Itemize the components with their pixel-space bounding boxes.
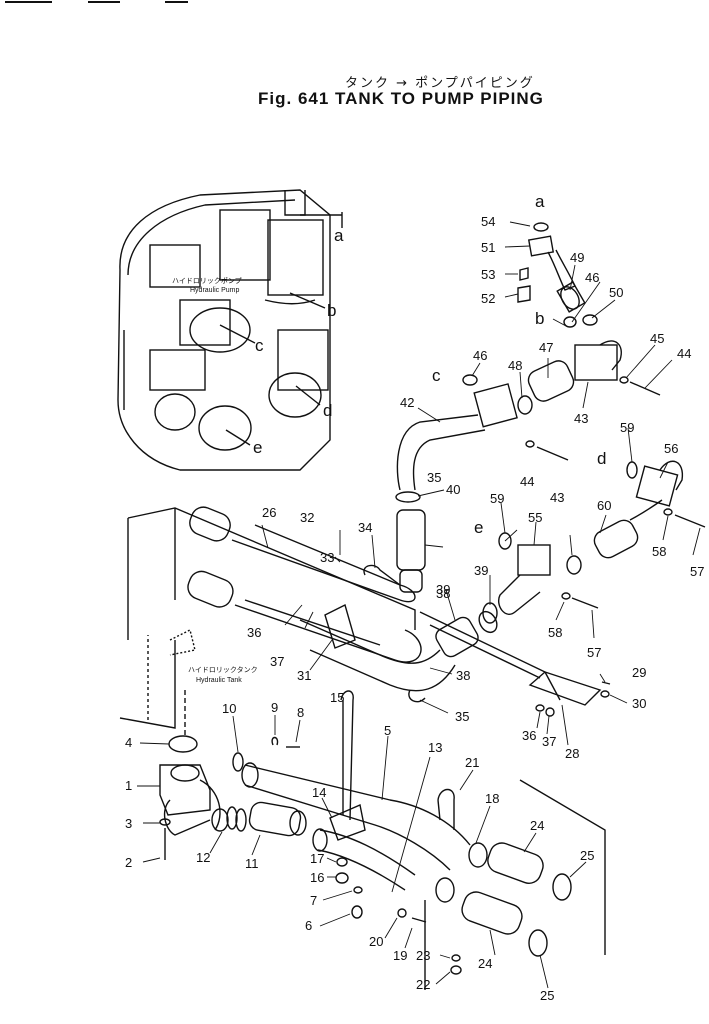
figure-title-english: Fig. 641 TANK TO PUMP PIPING [258,89,544,108]
part-label: 18 [485,791,499,806]
hydraulic-tank-outline [119,628,196,735]
part-label: 43 [574,411,588,426]
part-label: 8 [297,705,304,720]
part-label: 38 [436,586,450,601]
part-label: 58 [548,625,562,640]
part-label: 57 [690,564,704,579]
part-label: 35 [427,470,441,485]
part-label: 46 [473,348,487,363]
part-label: 7 [310,893,317,908]
part-label: 16 [310,870,324,885]
part-label: 47 [539,340,553,355]
part-label: 20 [369,934,383,949]
part-label: 4 [125,735,132,750]
part-label: 11 [245,856,259,871]
support-bracket-28 [528,671,611,717]
part-label: 12 [196,850,210,865]
part-label: 5 [384,723,391,738]
part-label: 6 [305,918,312,933]
part-label: 51 [481,240,495,255]
part-label: 15 [330,690,344,705]
part-label: 26 [262,505,276,520]
part-label: 32 [300,510,314,525]
part-label: 28 [565,746,579,761]
part-label: 50 [609,285,623,300]
part-label: 43 [550,490,564,505]
part-label: 39 [474,563,488,578]
part-label: 23 [416,948,430,963]
part-label: 25 [580,848,594,863]
part-label: 52 [481,291,495,306]
hydraulic-pump-jp-label: ハイドロリックポンプ [172,277,242,285]
part-label: 22 [416,977,430,992]
part-label: 49 [570,250,584,265]
part-label: 35 [455,709,469,724]
connection-letter-a-top: a [535,192,545,211]
part-label: 19 [393,948,407,963]
connection-letter-a-pump: a [334,226,344,245]
part-label: 13 [428,740,442,755]
hydraulic-pump-assembly [117,189,343,471]
part-label: 45 [650,331,664,346]
part-label: 24 [478,956,492,971]
hydraulic-pump-en-label: Hydraulic Pump [190,287,240,294]
part-label: 38 [456,668,470,683]
part-label: 55 [528,510,542,525]
part-label: 17 [310,851,324,866]
connection-letter-c-pump: c [255,336,264,355]
hydraulic-tank-jp-label: ハイドロリックタンク [188,665,258,674]
part-label: 44 [520,474,534,489]
connection-letter-d-valve: d [597,449,606,468]
part-label: 60 [597,498,611,513]
part-label: 34 [358,520,372,535]
part-label: 46 [585,270,599,285]
part-label: 14 [312,785,326,800]
part-label: 36 [247,625,261,640]
part-label: 59 [620,420,634,435]
part-label: 54 [481,214,495,229]
hydraulic-tank-en-label: Hydraulic Tank [196,677,242,684]
connection-letter-b-valve: b [535,309,544,328]
part-label: 3 [125,816,132,831]
part-label: 48 [508,358,522,373]
part-label: 44 [677,346,691,361]
part-label: 31 [297,668,311,683]
part-label: 33 [320,550,334,565]
part-label: 36 [522,728,536,743]
connection-letter-b-pump: b [327,301,336,320]
part-label: 37 [542,734,556,749]
part-label: 29 [632,665,646,680]
part-label: 24 [530,818,544,833]
part-label: 58 [652,544,666,559]
part-label: 30 [632,696,646,711]
part-label: 1 [125,778,132,793]
part-label: 57 [587,645,601,660]
part-label: 42 [400,395,414,410]
leader-lines [137,221,701,989]
connection-letter-e-pump: e [253,438,262,457]
upper-valve-group [395,222,661,593]
part-label: 56 [664,441,678,456]
part-label: 9 [271,700,278,715]
lower-piping-assembly [159,690,606,990]
connection-letter-d-pump: d [323,401,332,420]
part-label: 2 [125,855,132,870]
part-label: 59 [490,491,504,506]
part-label: 10 [222,701,236,716]
part-label: 39 [436,582,450,597]
part-label: 37 [270,654,284,669]
part-label: 25 [540,988,554,1003]
part-label: 53 [481,267,495,282]
figure-title-japanese: タンク → ポンプパイピング [345,76,535,91]
part-label: 21 [465,755,479,770]
part-label: 40 [446,482,460,497]
connection-letter-e-valve: e [474,518,483,537]
connection-letter-c-valve: c [432,366,441,385]
